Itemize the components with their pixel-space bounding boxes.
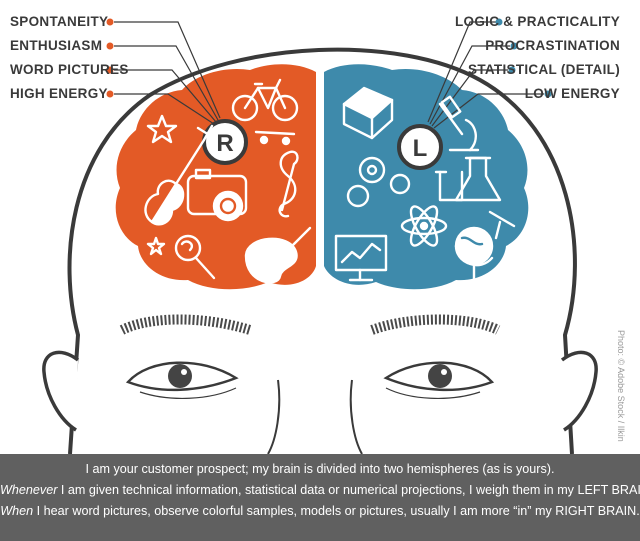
left-eye <box>125 361 239 399</box>
right-brain-letter: R <box>216 130 233 157</box>
label-spontaneity: SPONTANEITY <box>10 13 109 30</box>
right-eye <box>383 361 495 399</box>
gears-icon <box>346 156 411 208</box>
label-low-energy: LOW ENERGY <box>524 85 620 102</box>
skateboard-icon <box>254 130 296 146</box>
guitar-icon <box>144 124 216 226</box>
caption-line-3: When I hear word pictures, observe color… <box>0 504 640 518</box>
label-high-energy: HIGH ENERGY <box>10 85 108 102</box>
bicycle-icon <box>231 78 299 122</box>
star-icon <box>146 236 166 256</box>
caption-line-1: I am your customer prospect; my brain is… <box>85 462 555 476</box>
nose-line <box>267 379 281 455</box>
label-enthusiasm: ENTHUSIASM <box>10 37 103 54</box>
left-ear <box>42 350 80 432</box>
label-word-pictures: WORD PICTURES <box>10 61 129 78</box>
globe-icon <box>454 226 494 284</box>
left-brain-letter: L <box>413 135 428 162</box>
palette-icon <box>244 226 312 284</box>
caption-line-2: Whenever I am given technical informatio… <box>0 483 640 497</box>
lollipop-icon <box>174 234 216 280</box>
left-label-dots <box>106 18 114 98</box>
microscope-icon <box>438 95 480 152</box>
books-icon <box>342 86 394 140</box>
label-statistical-detail: STATISTICAL (DETAIL) <box>468 61 620 78</box>
left-pointer-lines <box>114 21 221 125</box>
label-procrastination: PROCRASTINATION <box>485 37 620 54</box>
left-brain-badge <box>397 124 443 170</box>
camera-icon <box>186 168 248 222</box>
right-ear <box>560 350 598 432</box>
right-eyebrow <box>370 314 501 335</box>
nose-line <box>349 379 363 455</box>
monitor-chart-icon <box>334 234 388 282</box>
treble-clef-icon <box>278 150 299 218</box>
caption-panel: I am your customer prospect; my brain is… <box>0 454 640 541</box>
atom-icon <box>400 205 448 247</box>
star-icon <box>146 114 178 144</box>
flask-icon <box>454 156 502 202</box>
right-label-dots <box>495 18 552 98</box>
label-logic-practicality: LOGIC & PRACTICALITY <box>455 13 620 30</box>
beaker-icon <box>434 170 464 202</box>
telescope-icon <box>488 210 516 240</box>
